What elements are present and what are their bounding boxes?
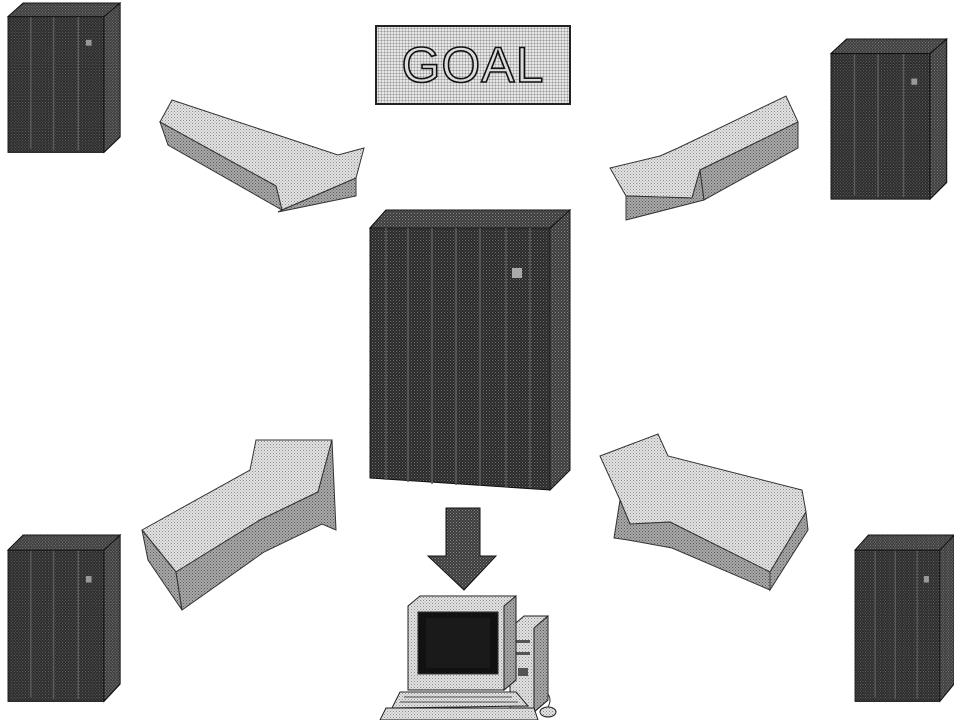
server-bottom-right-icon [855,535,954,701]
goal-title: GOAL [402,40,545,90]
server-bottom-left-icon [8,535,120,701]
arrow-bottom-right-to-center [600,434,808,590]
desktop-computer-icon [380,596,556,720]
arrow-center-to-workstation [428,508,496,590]
arrow-top-left-to-center [160,100,364,212]
arrow-top-right-to-center [610,96,798,220]
server-top-right-icon [831,39,947,199]
arrow-bottom-left-to-center [142,440,336,610]
server-top-left-icon [8,3,120,152]
central-mainframe-icon [370,210,570,490]
goal-title-box: GOAL [375,25,571,105]
